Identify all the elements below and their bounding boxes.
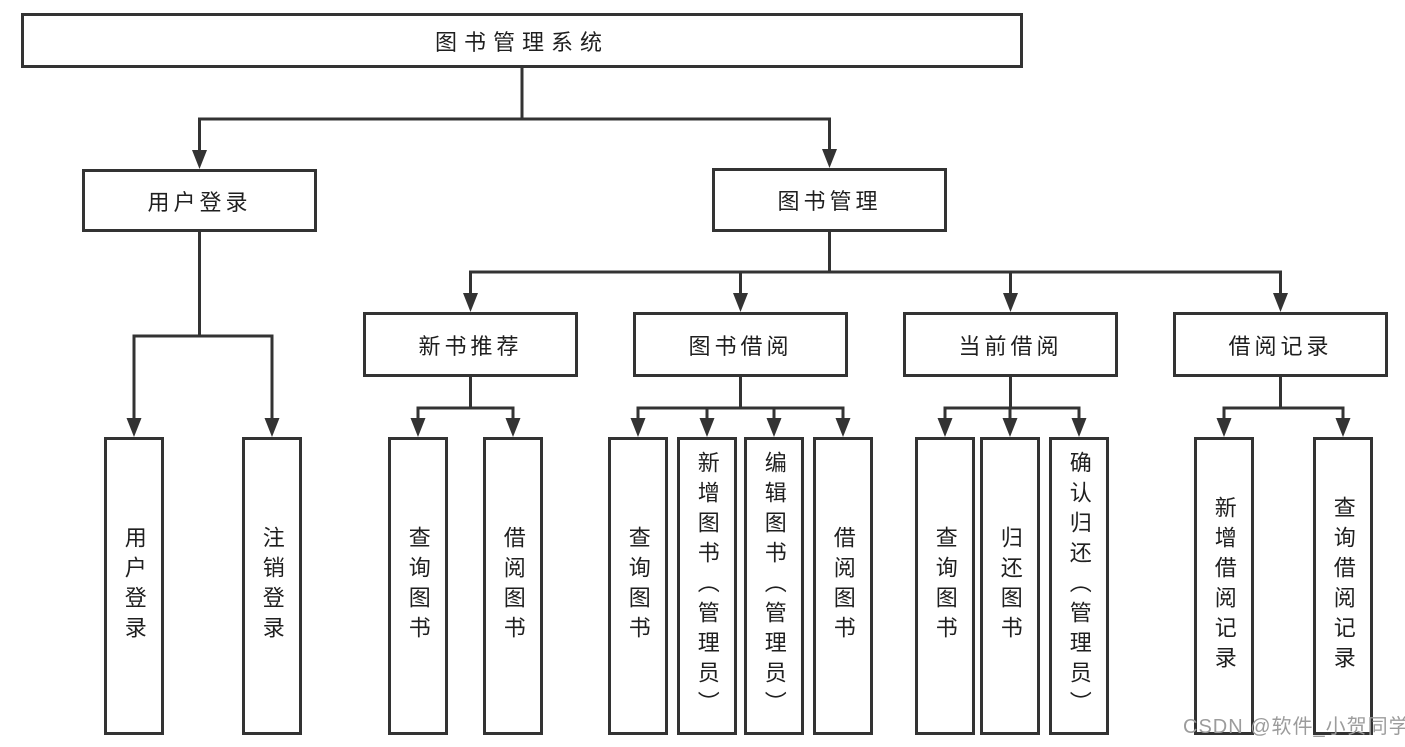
leaf-return-books: 归还图书 [980, 437, 1040, 735]
leaf-borrow-books: 借阅图书 [813, 437, 873, 735]
leaf-query-books-recommend: 查询图书 [388, 437, 448, 735]
leaf-add-borrow-record: 新增借阅记录 [1194, 437, 1254, 735]
leaf-label: 查询图书 [932, 526, 958, 646]
leaf-label: 查询借阅记录 [1330, 496, 1356, 676]
leaf-query-books-borrow: 查询图书 [608, 437, 668, 735]
leaf-label: 新增借阅记录 [1211, 496, 1237, 676]
node-user-login: 用户登录 [82, 169, 317, 232]
arrowheads [126, 149, 1351, 437]
leaf-add-books-admin: 新增图书（管理员） [677, 437, 737, 735]
leaf-query-books-current: 查询图书 [915, 437, 975, 735]
edge-user-login-to-leaves [132, 232, 274, 420]
leaf-confirm-return-admin: 确认归还（管理员） [1049, 437, 1109, 735]
node-current-borrow: 当前借阅 [903, 312, 1118, 377]
leaf-borrow-books-recommend: 借阅图书 [483, 437, 543, 735]
leaf-query-borrow-record: 查询借阅记录 [1313, 437, 1373, 735]
leaf-label: 归还图书 [997, 526, 1023, 646]
leaf-label: 用户登录 [121, 526, 147, 646]
edge-borrow-records-to-leaves [1222, 377, 1345, 420]
node-book-management: 图书管理 [712, 168, 947, 232]
leaf-label: 注销登录 [259, 526, 285, 646]
edge-new-book-recommend-to-leaves [416, 377, 515, 420]
node-book-borrow: 图书借阅 [633, 312, 848, 377]
leaf-label: 借阅图书 [830, 526, 856, 646]
leaf-label: 查询图书 [625, 526, 651, 646]
node-new-book-recommend: 新书推荐 [363, 312, 578, 377]
leaf-label: 借阅图书 [500, 526, 526, 646]
edge-root-to-level2 [198, 67, 831, 151]
edge-book-borrow-to-leaves [636, 377, 845, 420]
leaf-logout: 注销登录 [242, 437, 302, 735]
node-library-management-system: 图书管理系统 [21, 13, 1023, 68]
leaf-label: 新增图书（管理员） [694, 451, 720, 721]
csdn-watermark: CSDN @软件_小贺同学 [1183, 716, 1405, 738]
edge-book-management-to-level3 [469, 232, 1282, 294]
node-borrow-records: 借阅记录 [1173, 312, 1388, 377]
leaf-user-login: 用户登录 [104, 437, 164, 735]
leaf-label: 确认归还（管理员） [1066, 451, 1092, 721]
leaf-label: 查询图书 [405, 526, 431, 646]
leaf-edit-books-admin: 编辑图书（管理员） [744, 437, 804, 735]
leaf-label: 编辑图书（管理员） [761, 451, 787, 721]
edge-current-borrow-to-leaves [943, 377, 1081, 420]
